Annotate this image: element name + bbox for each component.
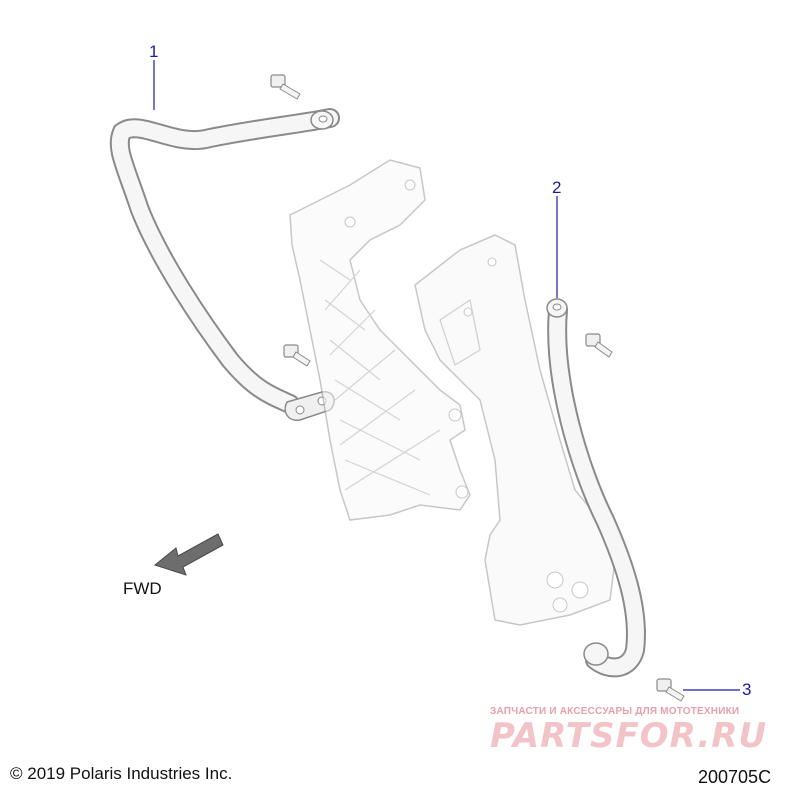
- fwd-label: FWD: [123, 579, 162, 598]
- callout-3: 3: [742, 680, 752, 699]
- bolt-lower: [656, 678, 685, 702]
- callout-1: 1: [149, 42, 159, 61]
- bolt-upper: [270, 74, 301, 100]
- watermark-tagline: ЗАПЧАСТИ И АКСЕССУАРЫ ДЛЯ МОТОТЕХНИКИ: [490, 706, 740, 717]
- watermark-logo: PARTSFOR.RU: [490, 716, 768, 756]
- left-footrest-bracket: [289, 159, 471, 521]
- callout-2: 2: [552, 178, 562, 197]
- figure-id: 200705C: [698, 767, 772, 787]
- right-bumper-tube: [546, 298, 646, 678]
- bolt-middle-left: [283, 344, 311, 367]
- copyright-text: © 2019 Polaris Industries Inc.: [10, 764, 233, 783]
- left-arrow-icon: [153, 533, 224, 576]
- bolt-middle-right: [585, 333, 613, 358]
- left-bumper-tube: [109, 108, 340, 421]
- right-footrest-panel: [414, 234, 616, 626]
